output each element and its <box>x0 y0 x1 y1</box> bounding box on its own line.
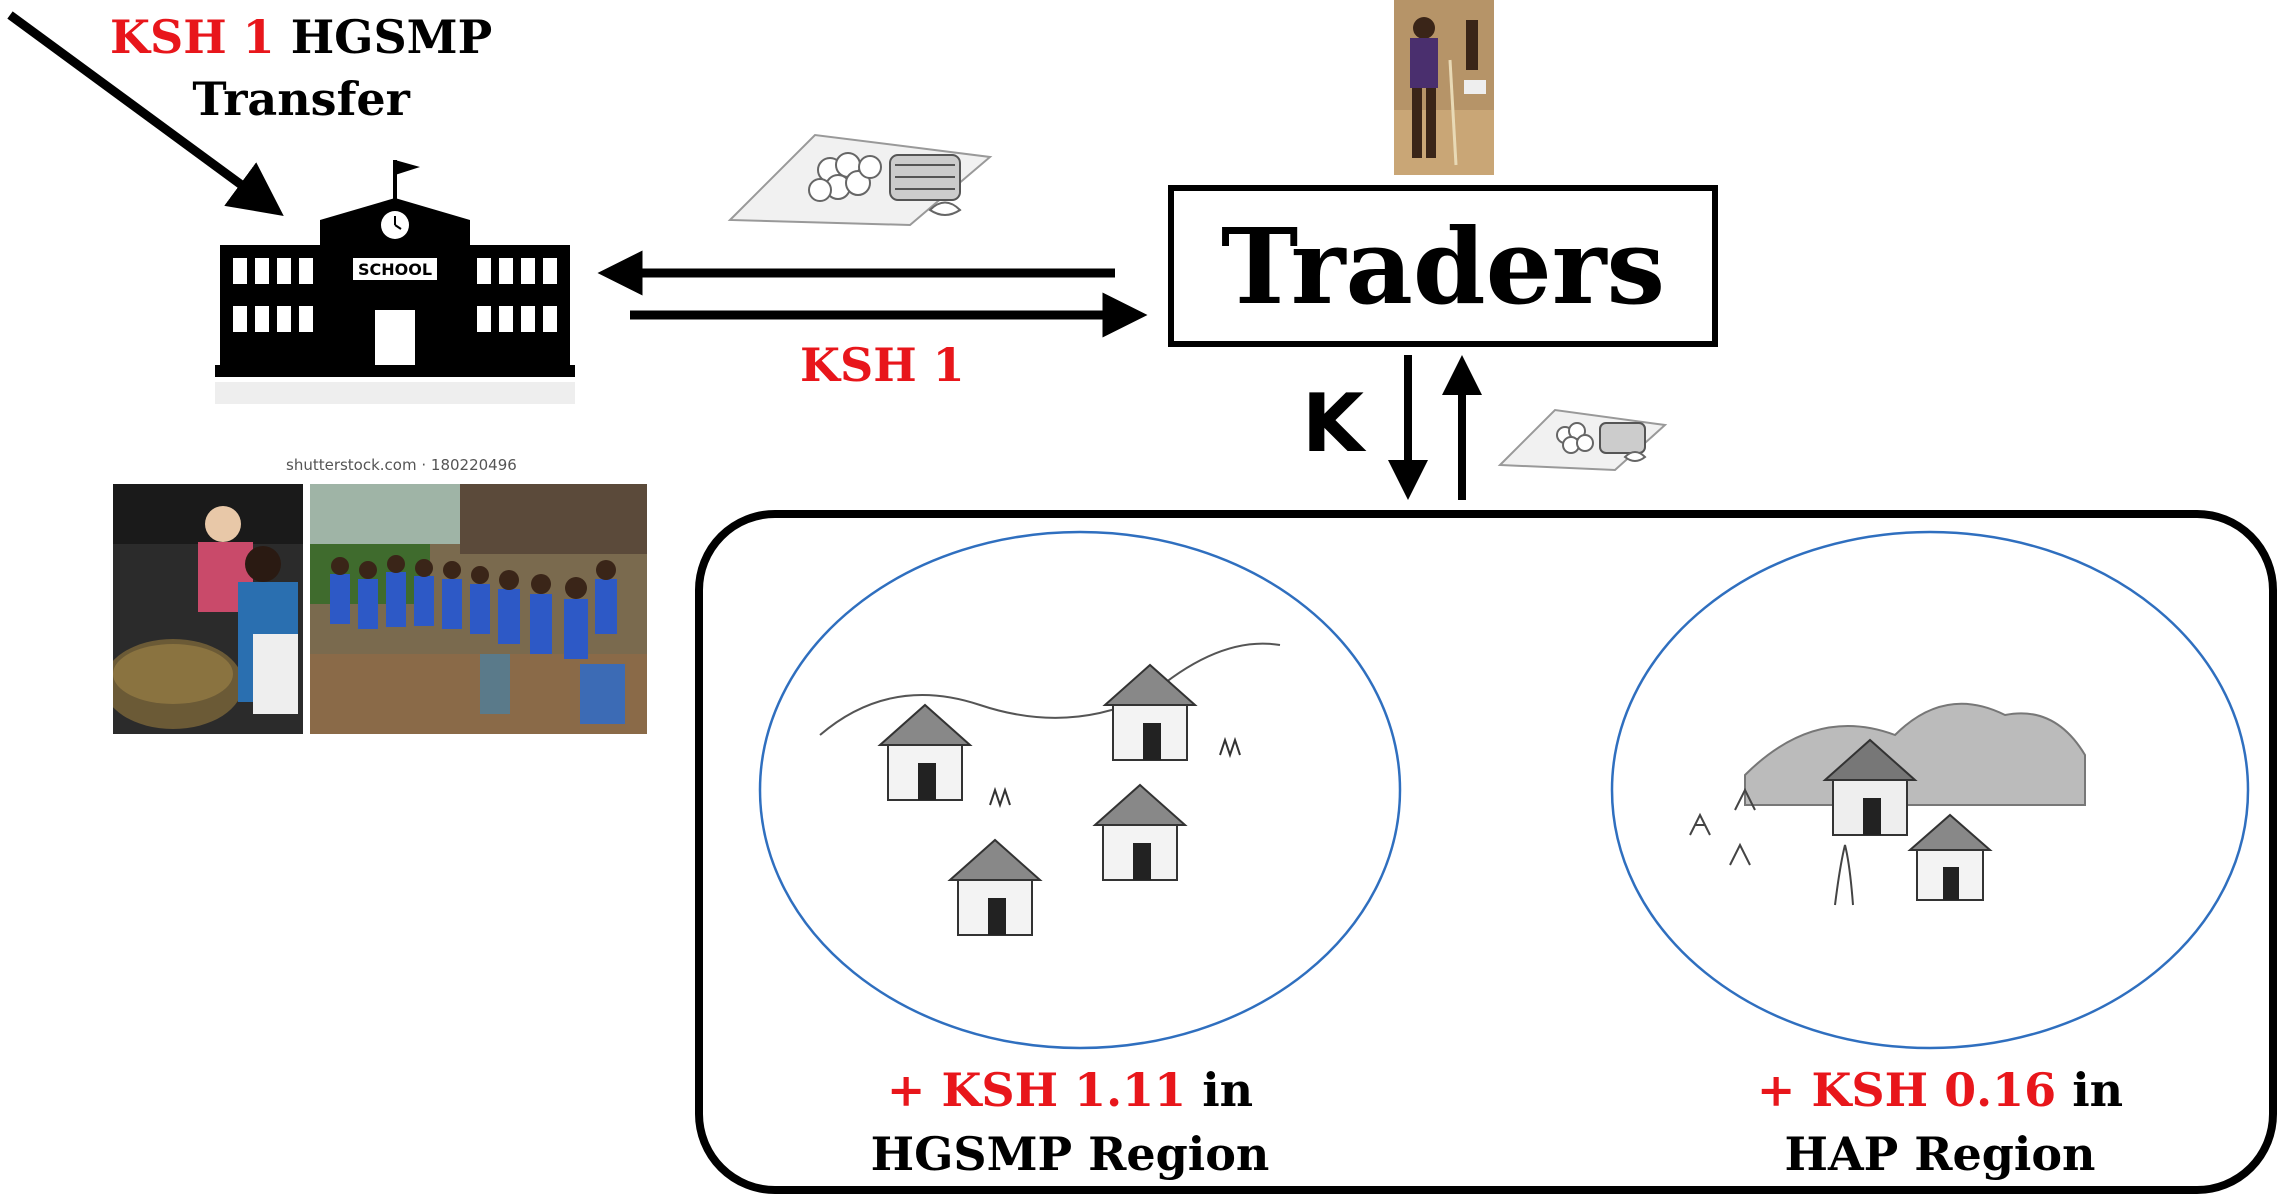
hap-village-illustration <box>1610 530 2250 1050</box>
meal-photo <box>310 484 647 734</box>
photo-caption: shutterstock.com · 180220496 <box>286 456 517 474</box>
village-huts-icon <box>877 663 1198 936</box>
transfer-word: Transfer <box>192 72 410 126</box>
traders-label: Traders <box>1220 204 1666 328</box>
hgsmp-name: HGSMP Region <box>870 1127 1270 1181</box>
transfer-arrow <box>7 11 284 216</box>
hgsmp-region-label: + KSH 1.11 in HGSMP Region <box>830 1058 1310 1186</box>
hgsmp-village-illustration <box>758 530 1402 1050</box>
hap-in: in <box>2072 1063 2124 1117</box>
trader-photo <box>1394 0 1494 175</box>
k-currency-symbol: K <box>1302 377 1364 470</box>
hap-gain: + KSH 0.16 <box>1756 1063 2057 1117</box>
hgsmp-transfer-label: KSH 1 HGSMP Transfer <box>110 6 492 130</box>
trade-flow-arrows <box>1388 355 1482 500</box>
flow-amount-label: KSH 1 <box>800 338 965 392</box>
exchange-arrows <box>597 250 1148 338</box>
hgsmp-in: in <box>1202 1063 1254 1117</box>
food-basket-icon-small <box>1497 408 1668 472</box>
transfer-program: HGSMP <box>290 10 493 64</box>
hap-region-label: + KSH 0.16 in HAP Region <box>1700 1058 2180 1186</box>
food-basket-icon <box>727 133 993 227</box>
school-building-icon: SCHOOL <box>215 160 575 404</box>
hap-name: HAP Region <box>1784 1127 2096 1181</box>
cooking-photo <box>113 484 303 734</box>
traders-box: Traders <box>1168 185 1718 347</box>
transfer-amount: KSH 1 <box>110 10 275 64</box>
hgsmp-gain: + KSH 1.11 <box>886 1063 1187 1117</box>
school-sign: SCHOOL <box>358 260 432 279</box>
